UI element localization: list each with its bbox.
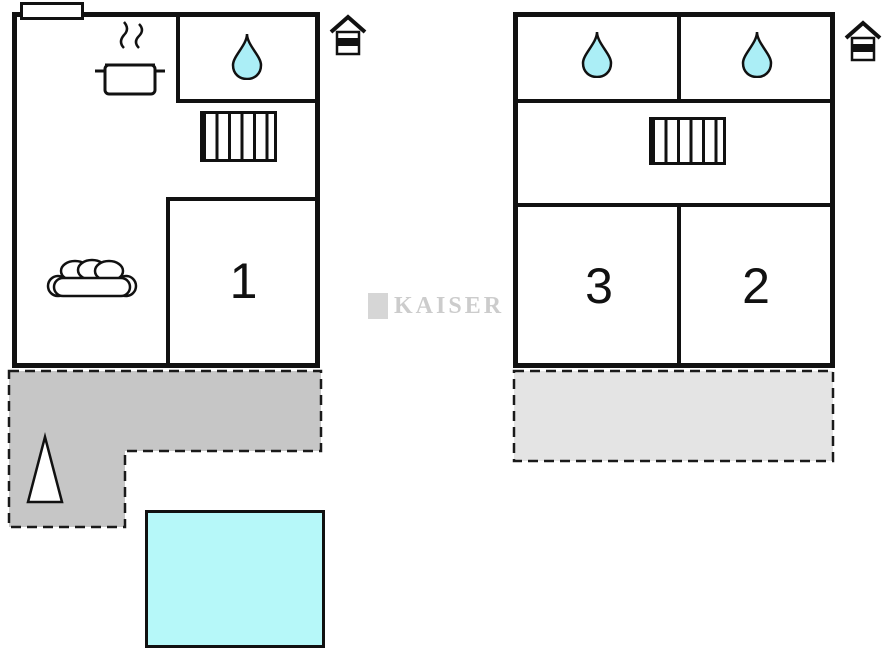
interior-wall [516, 99, 832, 103]
kaiser-logo-icon [368, 293, 388, 319]
interior-wall [677, 15, 681, 103]
sofa-icon [46, 256, 138, 308]
upper-floor-terrace [512, 369, 835, 463]
interior-wall [166, 197, 170, 365]
ground-floor-terrace [7, 369, 323, 529]
upper-floor-plan [513, 12, 835, 368]
interior-wall [166, 197, 317, 201]
interior-wall [176, 15, 180, 103]
chimney [20, 2, 84, 20]
room-label-bedroom-2: 2 [742, 258, 770, 314]
interior-wall [677, 207, 681, 365]
house-icon [329, 14, 367, 58]
watermark-text: KAISER [394, 293, 505, 319]
water-drop-icon [581, 30, 613, 78]
interior-wall [176, 99, 317, 103]
stairs-icon [200, 111, 277, 162]
room-label-bedroom-3: 3 [585, 258, 613, 314]
house-icon [844, 20, 882, 64]
water-drop-icon [231, 32, 263, 80]
stairs-icon [649, 117, 726, 165]
tree-icon [26, 432, 64, 504]
watermark: KAISER [368, 293, 504, 320]
interior-wall [516, 203, 832, 207]
pool [145, 510, 325, 648]
stove-pot-icon [90, 18, 170, 102]
water-drop-icon [741, 30, 773, 78]
room-label-living: 1 [229, 253, 258, 309]
